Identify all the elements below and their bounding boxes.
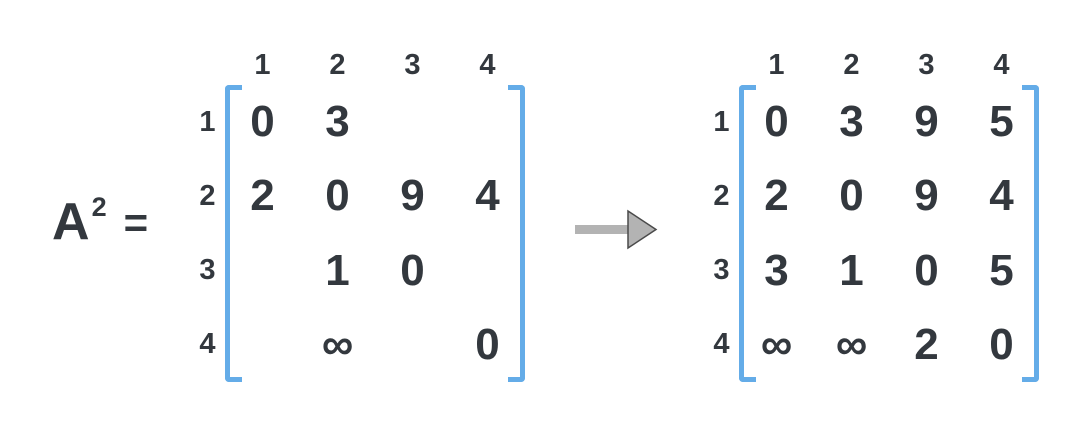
matrix-cell: 3	[764, 245, 789, 295]
left-bracket	[739, 85, 756, 382]
row-header-4: 4	[713, 328, 730, 361]
matrix-cell: 2	[764, 171, 789, 221]
matrix-cell: 3	[325, 97, 350, 147]
matrix-cell: 0	[325, 171, 350, 221]
matrix-cell: 4	[475, 171, 500, 221]
matrix-cell: 4	[989, 171, 1014, 221]
row-header-2: 2	[713, 179, 730, 212]
matrix-symbol: A	[52, 193, 90, 251]
matrix-cell: 0	[914, 245, 939, 295]
matrix-cell: 2	[250, 171, 275, 221]
col-header-4: 4	[479, 48, 496, 81]
row-header-1: 1	[199, 105, 216, 138]
matrix-cell: 0	[475, 319, 500, 369]
matrix-body: 0 3 9 5 2 0 9 4 3 1 0 5 ∞ ∞ 2 0	[739, 85, 1039, 382]
col-header-3: 3	[918, 48, 935, 81]
col-header-1: 1	[254, 48, 271, 81]
matrix-cell: 5	[989, 245, 1014, 295]
matrix-cell: ∞	[835, 319, 868, 369]
matrix-cell: ∞	[321, 319, 354, 369]
column-headers: 1 2 3 4	[739, 45, 1039, 85]
column-headers: 1 2 3 4	[225, 45, 525, 85]
matrix-partial: 1 2 3 4 1 2 3 4 0 3 2 0 9 4 1	[190, 45, 525, 382]
matrix-cell: 1	[325, 245, 350, 295]
matrix-cell: 3	[839, 97, 864, 147]
right-bracket	[1022, 85, 1039, 382]
row-header-4: 4	[199, 328, 216, 361]
matrix-cell: 9	[914, 97, 939, 147]
left-bracket	[225, 85, 242, 382]
matrix-exponent: 2	[91, 191, 107, 222]
row-header-2: 2	[199, 179, 216, 212]
right-arrow-icon	[574, 209, 658, 250]
row-headers: 1 2 3 4	[704, 85, 739, 382]
row-header-3: 3	[713, 254, 730, 287]
row-header-1: 1	[713, 105, 730, 138]
col-header-3: 3	[404, 48, 421, 81]
matrix-cell: 0	[250, 97, 275, 147]
equals-sign: =	[123, 199, 149, 246]
right-bracket	[508, 85, 525, 382]
row-headers: 1 2 3 4	[190, 85, 225, 382]
matrix-cell: 5	[989, 97, 1014, 147]
matrix-cell: 0	[400, 245, 425, 295]
col-header-2: 2	[329, 48, 346, 81]
col-header-4: 4	[993, 48, 1010, 81]
matrix-cell: 9	[914, 171, 939, 221]
matrix-cells: 0 3 2 0 9 4 1 0 ∞ 0	[225, 85, 525, 382]
matrix-cell: 2	[914, 319, 939, 369]
matrix-cell: ∞	[760, 319, 793, 369]
matrix-cell: 1	[839, 245, 864, 295]
col-header-1: 1	[768, 48, 785, 81]
matrix-cells: 0 3 9 5 2 0 9 4 3 1 0 5 ∞ ∞ 2 0	[739, 85, 1039, 382]
matrix-cell: 0	[764, 97, 789, 147]
matrix-cell: 9	[400, 171, 425, 221]
col-header-2: 2	[843, 48, 860, 81]
row-header-3: 3	[199, 254, 216, 287]
matrix-complete: 1 2 3 4 1 2 3 4 0 3 9 5 2 0 9 4 3 1	[704, 45, 1039, 382]
matrix-cell: 0	[989, 319, 1014, 369]
matrix-cell: 0	[839, 171, 864, 221]
matrix-body: 0 3 2 0 9 4 1 0 ∞ 0	[225, 85, 525, 382]
